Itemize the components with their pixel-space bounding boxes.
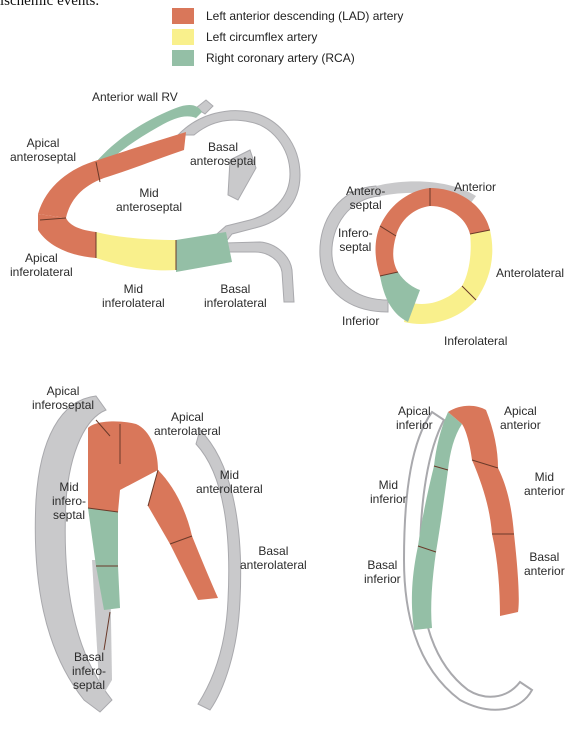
label-basal-anteroseptal-line1: Basal: [190, 140, 256, 154]
label-mid-anterior-line2: anterior: [524, 484, 565, 498]
label-apical-anteroseptal-line1: Apical: [10, 136, 76, 150]
label-basal-anterolateral-line2: anterolateral: [240, 558, 307, 572]
label-sax-anterior: Anterior: [454, 180, 496, 194]
label-basal-anterior-line2: anterior: [524, 564, 565, 578]
view-four-chamber: [35, 396, 240, 712]
label-mid-inferolateral: Mid inferolateral: [102, 282, 165, 310]
label-mid-inferolateral-line1: Mid: [102, 282, 165, 296]
label-sax-anteroseptal-line2: septal: [346, 198, 385, 212]
a4c-basal-anterolateral-lad: [170, 536, 218, 600]
a2c-apical-anterior-lad: [448, 406, 498, 468]
label-sax-inferoseptal-line2: septal: [338, 240, 373, 254]
label-mid-inferoseptal: Mid infero- septal: [52, 480, 86, 522]
label-sax-anteroseptal-line1: Antero-: [346, 184, 385, 198]
label-mid-inferolateral-line2: inferolateral: [102, 296, 165, 310]
label-apical-anterior: Apical anterior: [500, 404, 541, 432]
sax-anterolateral-lcx: [462, 230, 492, 300]
label-basal-inferior-line2: inferior: [364, 572, 401, 586]
a4c-apical-lad: [88, 421, 158, 512]
label-apical-anterolateral-line1: Apical: [154, 410, 221, 424]
label-anterior-wall-rv: Anterior wall RV: [92, 90, 178, 104]
label-mid-inferior-line2: inferior: [370, 492, 407, 506]
label-apical-inferolateral: Apical inferolateral: [10, 251, 73, 279]
label-apical-inferior-line2: inferior: [396, 418, 433, 432]
label-mid-anterolateral-line2: anterolateral: [196, 482, 263, 496]
label-sax-inferoseptal-line1: Infero-: [338, 226, 373, 240]
label-basal-anteroseptal: Basal anteroseptal: [190, 140, 256, 168]
label-mid-anterolateral-line1: Mid: [196, 468, 263, 482]
label-apical-anterolateral: Apical anterolateral: [154, 410, 221, 438]
label-mid-anteroseptal-line2: anteroseptal: [116, 200, 182, 214]
view-two-chamber: [404, 406, 532, 710]
label-apical-anteroseptal: Apical anteroseptal: [10, 136, 76, 164]
label-mid-anteroseptal-line1: Mid: [116, 186, 182, 200]
label-mid-anteroseptal: Mid anteroseptal: [116, 186, 182, 214]
label-mid-inferoseptal-line1: Mid: [52, 480, 86, 494]
label-mid-inferoseptal-line3: septal: [52, 508, 86, 522]
sax-anterior-lad: [430, 188, 490, 234]
label-sax-inferolateral: Inferolateral: [444, 334, 507, 348]
label-apical-inferoseptal-line1: Apical: [32, 384, 94, 398]
label-mid-anterior-line1: Mid: [524, 470, 565, 484]
lax-basal-inferolateral-rca: [176, 232, 232, 272]
label-sax-anterolateral: Anterolateral: [496, 266, 564, 280]
label-sax-inferoseptal: Infero- septal: [338, 226, 373, 254]
label-mid-inferoseptal-line2: infero-: [52, 494, 86, 508]
label-apical-anterolateral-line2: anterolateral: [154, 424, 221, 438]
label-mid-inferior-line1: Mid: [370, 478, 407, 492]
label-apical-inferolateral-line2: inferolateral: [10, 265, 73, 279]
label-basal-anterior-line1: Basal: [524, 550, 565, 564]
label-apical-anteroseptal-line2: anteroseptal: [10, 150, 76, 164]
label-mid-anterior: Mid anterior: [524, 470, 565, 498]
a2c-basal-anterior-lad: [492, 534, 519, 616]
a2c-mid-anterior-lad: [472, 460, 514, 534]
label-basal-inferoseptal-line2: infero-: [72, 664, 106, 678]
label-sax-anteroseptal: Antero- septal: [346, 184, 385, 212]
sax-anteroseptal-lad: [380, 188, 430, 236]
lax-mid-inferolateral-lcx: [96, 232, 176, 270]
label-basal-inferoseptal-line3: septal: [72, 678, 106, 692]
label-basal-anterior: Basal anterior: [524, 550, 565, 578]
label-sax-inferior: Inferior: [342, 314, 379, 328]
label-basal-anterolateral-line1: Basal: [240, 544, 307, 558]
label-mid-inferior: Mid inferior: [370, 478, 407, 506]
a4c-mid-inferoseptal-rca: [88, 508, 118, 566]
label-basal-inferolateral-line2: inferolateral: [204, 296, 267, 310]
label-basal-anteroseptal-line2: anteroseptal: [190, 154, 256, 168]
label-basal-inferoseptal-line1: Basal: [72, 650, 106, 664]
label-apical-inferolateral-line1: Apical: [10, 251, 73, 265]
label-apical-inferoseptal-line2: inferoseptal: [32, 398, 94, 412]
label-apical-anterior-line2: anterior: [500, 418, 541, 432]
label-basal-inferoseptal: Basal infero- septal: [72, 650, 106, 692]
label-apical-inferior-line1: Apical: [396, 404, 433, 418]
label-basal-inferolateral-line1: Basal: [204, 282, 267, 296]
label-apical-inferior: Apical inferior: [396, 404, 433, 432]
label-apical-anterior-line1: Apical: [500, 404, 541, 418]
label-basal-inferolateral: Basal inferolateral: [204, 282, 267, 310]
label-basal-inferior-line1: Basal: [364, 558, 401, 572]
label-mid-anterolateral: Mid anterolateral: [196, 468, 263, 496]
label-basal-anterolateral: Basal anterolateral: [240, 544, 307, 572]
label-apical-inferoseptal: Apical inferoseptal: [32, 384, 94, 412]
label-basal-inferior: Basal inferior: [364, 558, 401, 586]
